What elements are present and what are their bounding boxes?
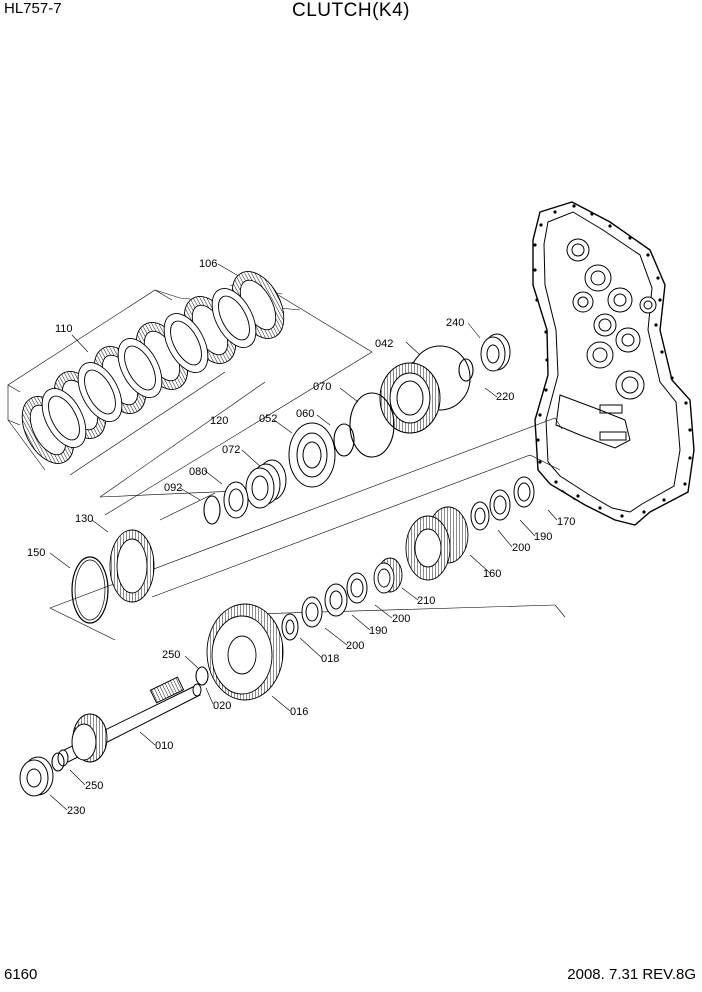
snap-ring-150 (71, 556, 109, 624)
label-042: 042 (375, 338, 393, 350)
seal-ring-070 (349, 392, 395, 458)
label-080: 080 (189, 466, 207, 478)
piston (288, 422, 336, 488)
bearing-230 (19, 756, 54, 797)
label-130: 130 (75, 513, 93, 525)
label-092: 092 (164, 482, 182, 494)
revision-date: 2008. 7.31 REV.8G (567, 966, 696, 983)
label-052: 052 (259, 413, 277, 425)
label-230: 230 (67, 805, 85, 817)
washer-080 (223, 481, 249, 519)
ring-220 (458, 358, 474, 382)
label-010: 010 (155, 740, 173, 752)
gear-160 (405, 506, 469, 581)
snap-ring-250-upper (195, 666, 209, 686)
label-190-left: 190 (369, 625, 387, 637)
label-016: 016 (290, 706, 308, 718)
label-120: 120 (210, 415, 228, 427)
washer-stack-right (470, 476, 535, 531)
o-ring-060 (333, 423, 355, 457)
bearing-240 (480, 333, 511, 372)
page-title: CLUTCH(K4) (292, 0, 410, 21)
end-plate-130 (109, 529, 155, 603)
clutch-drum (379, 345, 471, 434)
label-200-left: 200 (346, 640, 364, 652)
label-250-upper: 250 (162, 649, 180, 661)
spring-pack (245, 459, 287, 509)
label-240: 240 (446, 317, 464, 329)
page-number: 6160 (4, 966, 38, 983)
snap-ring-092 (203, 495, 221, 525)
label-072: 072 (222, 444, 240, 456)
label-020: 020 (213, 700, 231, 712)
label-170: 170 (557, 516, 575, 528)
gear-016 (206, 603, 284, 701)
needle-bearing-210 (373, 557, 403, 594)
label-200-right: 200 (512, 542, 530, 554)
label-200-mid: 200 (392, 613, 410, 625)
leader-lines (7, 263, 576, 811)
model-number: HL757-7 (4, 0, 62, 17)
snap-ring-250-lower (51, 752, 65, 772)
part-number-labels: 106 110 042 240 070 060 052 120 072 220 … (27, 258, 575, 817)
washer-stack-left (281, 572, 368, 641)
label-150: 150 (27, 547, 45, 559)
label-220: 220 (496, 391, 514, 403)
label-190-right: 190 (534, 531, 552, 543)
label-106: 106 (199, 258, 217, 270)
label-160: 160 (483, 568, 501, 580)
transmission-housing (532, 201, 695, 526)
label-250-lower: 250 (85, 780, 103, 792)
label-060: 060 (296, 408, 314, 420)
label-110: 110 (55, 323, 73, 335)
label-210: 210 (417, 595, 435, 607)
clutch-disc-pack (21, 271, 285, 464)
shaft-010 (57, 676, 202, 767)
label-070: 070 (313, 381, 331, 393)
label-018: 018 (321, 653, 339, 665)
